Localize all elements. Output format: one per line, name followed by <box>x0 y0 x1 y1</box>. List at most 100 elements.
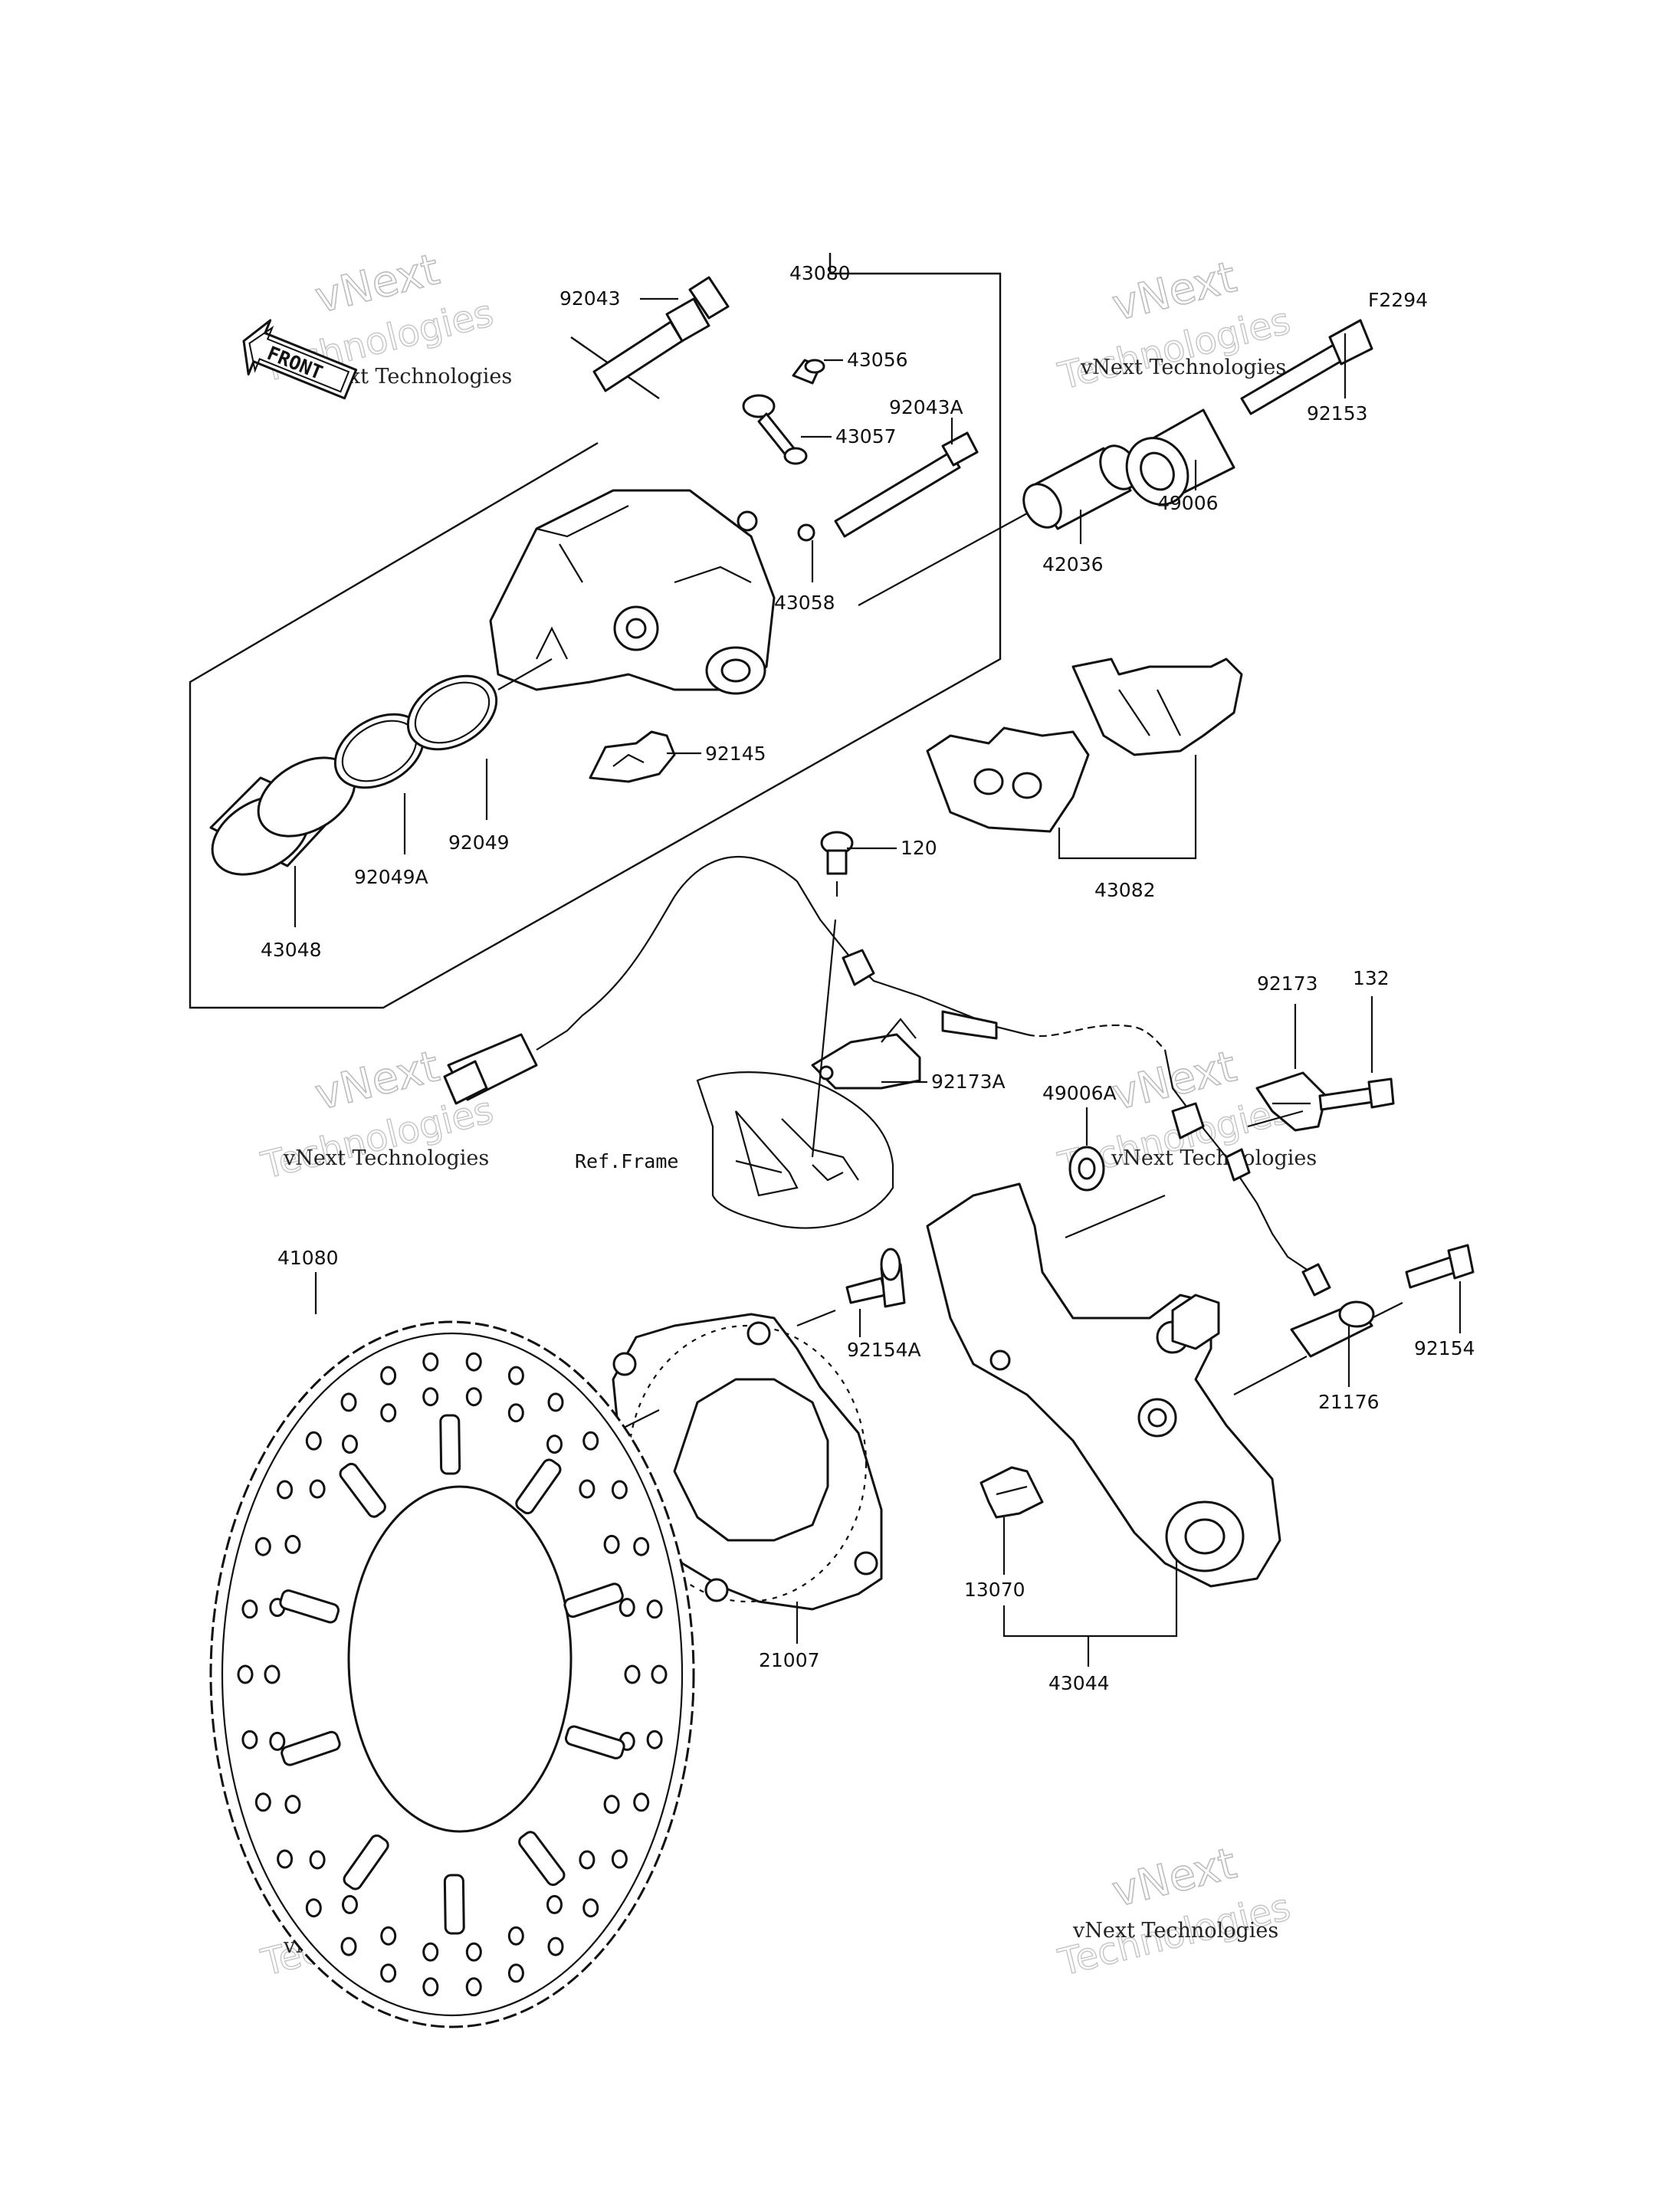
brake-disc <box>209 1320 695 2028</box>
part-label-42036[interactable]: 42036 <box>1042 553 1104 575</box>
disc-hole <box>380 1963 397 1983</box>
disc-slot <box>279 1589 340 1624</box>
part-label-21007[interactable]: 21007 <box>759 1649 820 1671</box>
part-label-92173[interactable]: 92173 <box>1257 972 1318 995</box>
disc-hole <box>309 1850 326 1870</box>
part-label-49006[interactable]: 49006 <box>1157 492 1219 514</box>
disc-hole <box>340 1936 357 1956</box>
part-label-92043[interactable]: 92043 <box>559 287 621 310</box>
ref-frame-label: Ref.Frame <box>575 1150 678 1172</box>
disc-hole <box>340 1392 357 1412</box>
bolt-92154 <box>1405 1244 1475 1289</box>
disc-hole <box>633 1792 650 1812</box>
disc-hole <box>380 1926 397 1946</box>
disc-hole <box>422 1387 439 1407</box>
part-label-120[interactable]: 120 <box>901 837 937 859</box>
bleed-valve <box>792 359 825 385</box>
disc-hole <box>507 1963 524 1983</box>
brake-pads <box>926 657 1243 833</box>
disc-hole <box>305 1898 322 1918</box>
disc-hole <box>603 1795 620 1815</box>
disc-hole <box>342 1435 358 1454</box>
ref-frame-inset <box>696 1071 894 1229</box>
disc-hole <box>611 1849 628 1869</box>
bushing <box>1125 408 1235 506</box>
part-label-43082[interactable]: 43082 <box>1094 879 1156 901</box>
disc-slot <box>343 1834 389 1890</box>
part-label-43056[interactable]: 43056 <box>847 349 908 371</box>
part-label-92153[interactable]: 92153 <box>1307 402 1368 425</box>
part-label-132[interactable]: 132 <box>1353 967 1390 989</box>
disc-hole <box>582 1431 599 1451</box>
disc-hole <box>422 1352 439 1372</box>
part-label-13070[interactable]: 13070 <box>964 1579 1025 1601</box>
disc-hole <box>380 1403 397 1423</box>
disc-hole <box>241 1730 258 1749</box>
disc-hole <box>465 1352 482 1372</box>
clip-13070 <box>979 1466 1044 1519</box>
part-label-43044[interactable]: 43044 <box>1048 1672 1110 1694</box>
clamp-92173a <box>811 1018 921 1090</box>
disc-hole <box>603 1534 620 1554</box>
disc-hole <box>254 1536 271 1556</box>
pin-bolt-92043 <box>592 276 730 392</box>
part-label-49006a[interactable]: 49006A <box>1042 1082 1117 1104</box>
part-label-92043a[interactable]: 92043A <box>889 396 963 418</box>
part-label-43057[interactable]: 43057 <box>835 425 897 448</box>
disc-hole <box>342 1894 358 1914</box>
disc-hole <box>277 1849 294 1869</box>
disc-hole <box>422 1977 439 1997</box>
disc-hole <box>507 1403 524 1423</box>
abs-tone-ring <box>612 1313 883 1611</box>
watermark-text: vNext Technologies <box>1111 1146 1317 1170</box>
disc-vent-holes <box>237 1352 668 1997</box>
disc-hole <box>547 1392 564 1412</box>
disc-hole <box>241 1599 258 1619</box>
caliper-bracket <box>926 1182 1281 1588</box>
figure-code: F2294 <box>1368 289 1428 311</box>
seal-92049 <box>406 674 498 751</box>
part-label-43048[interactable]: 43048 <box>261 939 322 961</box>
part-label-92154[interactable]: 92154 <box>1414 1337 1475 1359</box>
part-label-41080[interactable]: 41080 <box>277 1247 339 1269</box>
part-label-43080[interactable]: 43080 <box>789 262 851 284</box>
clamp-92173 <box>1255 1071 1327 1132</box>
cable-connector <box>443 1015 583 1105</box>
disc-hole <box>507 1926 524 1946</box>
disc-slot <box>439 1414 461 1475</box>
disc-hole <box>305 1431 322 1451</box>
piston <box>209 756 356 876</box>
disc-slot <box>443 1874 465 1935</box>
part-label-92145[interactable]: 92145 <box>705 743 766 765</box>
disc-hole <box>465 1942 482 1962</box>
part-label-21176[interactable]: 21176 <box>1318 1391 1380 1413</box>
abs-sensor-cable <box>582 856 1311 1273</box>
disc-hole <box>507 1366 524 1385</box>
part-label-92049a[interactable]: 92049A <box>354 866 428 888</box>
disc-hole <box>646 1599 663 1619</box>
leader-lines <box>294 253 1462 1667</box>
disc-slot <box>518 1831 566 1887</box>
disc-hole <box>309 1479 326 1499</box>
part-label-43058[interactable]: 43058 <box>774 592 835 614</box>
part-label-92049[interactable]: 92049 <box>448 831 510 854</box>
disc-hole <box>465 1977 482 1997</box>
part-label-92173a[interactable]: 92173A <box>931 1071 1006 1093</box>
disc-hole <box>624 1664 641 1684</box>
disc-slot <box>281 1730 341 1766</box>
disc-hole <box>651 1664 668 1684</box>
disc-slot <box>563 1582 624 1618</box>
disc-slots <box>279 1414 625 1935</box>
disc-hole <box>579 1850 596 1870</box>
pin-bolt-92043a <box>834 431 979 538</box>
disc-hole <box>646 1730 663 1749</box>
disc-hole <box>277 1480 294 1500</box>
part-label-92154a[interactable]: 92154A <box>847 1339 921 1361</box>
disc-hole <box>380 1366 397 1385</box>
pad-spring <box>589 730 676 783</box>
disc-hole <box>269 1731 286 1751</box>
bleed-cap <box>742 394 808 465</box>
disc-hole <box>422 1942 439 1962</box>
disc-hole <box>582 1898 599 1918</box>
